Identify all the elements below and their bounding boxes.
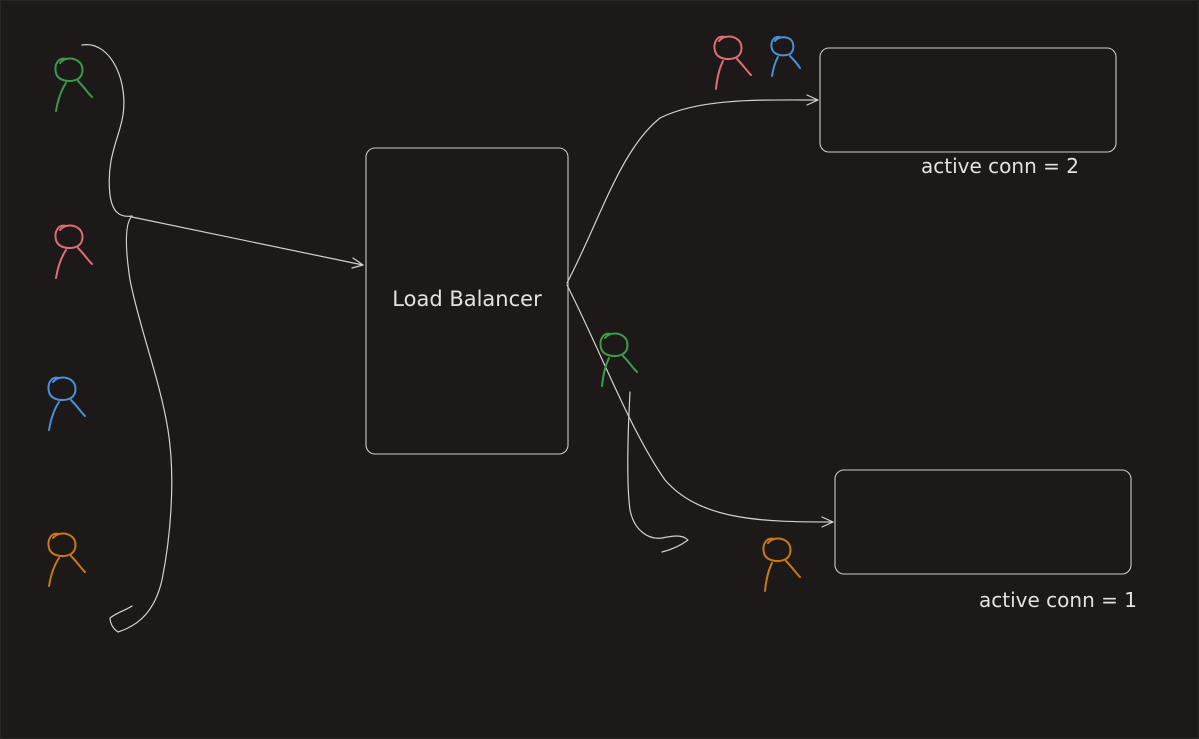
client-group-brace (81, 44, 173, 633)
client-orange-icon[interactable] (47, 532, 86, 587)
server-2-client-orange-icon[interactable] (762, 537, 801, 592)
clients-to-lb-arrowhead (351, 257, 364, 269)
client-red-icon[interactable] (54, 224, 93, 279)
lb-to-server-1-arrowhead (806, 94, 819, 106)
server-1-conn-label: active conn = 2 (921, 154, 1079, 178)
lb-to-server-2-arrow (566, 284, 834, 523)
clients-to-lb-arrow (131, 216, 364, 266)
moving-client-pointer (627, 391, 689, 553)
lb-to-server-2-arrowhead (821, 516, 834, 528)
server-2-box[interactable] (834, 469, 1132, 575)
load-balancer-box[interactable] (365, 147, 569, 455)
server-1-client-red-icon[interactable] (713, 35, 752, 90)
load-balancer-label: Load Balancer (392, 287, 542, 311)
lb-to-server-1-arrow (566, 99, 819, 284)
client-green-icon[interactable] (54, 57, 93, 112)
server-1-box[interactable] (819, 47, 1117, 153)
server-2-conn-label: active conn = 1 (979, 588, 1137, 612)
client-blue-icon[interactable] (47, 376, 86, 431)
moving-client-green-icon[interactable] (599, 332, 638, 387)
server-1-client-blue-icon[interactable] (770, 35, 801, 77)
